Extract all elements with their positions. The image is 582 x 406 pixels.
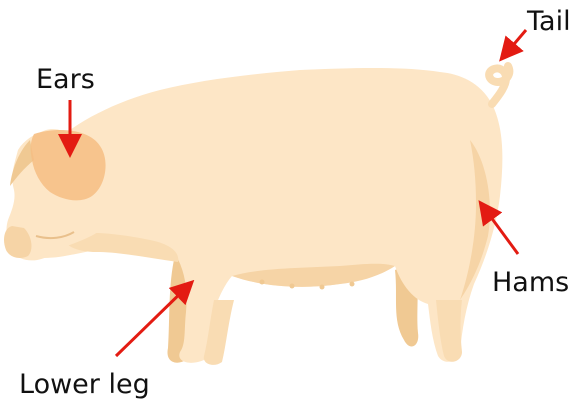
label-ears: Ears bbox=[36, 66, 95, 93]
pig-tail bbox=[489, 66, 509, 104]
label-lower-leg: Lower leg bbox=[19, 371, 150, 398]
arrow-tail bbox=[503, 30, 526, 57]
label-tail: Tail bbox=[527, 8, 571, 35]
label-hams: Hams bbox=[492, 269, 569, 296]
teat bbox=[290, 284, 295, 289]
near-legs bbox=[204, 300, 462, 365]
teat bbox=[350, 282, 355, 287]
teat bbox=[260, 280, 265, 285]
teat bbox=[320, 285, 325, 290]
